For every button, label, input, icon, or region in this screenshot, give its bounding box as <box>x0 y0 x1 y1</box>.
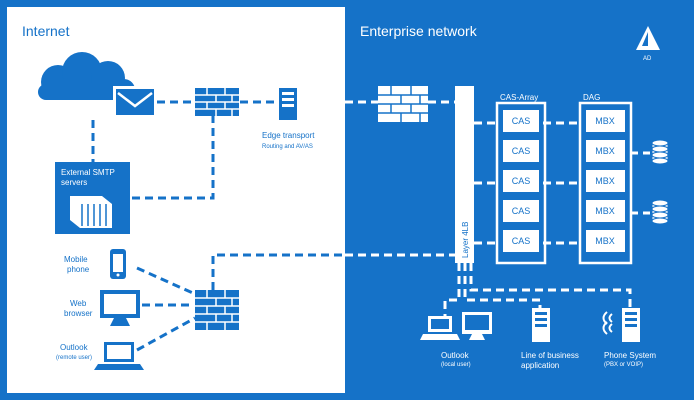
laptop-icon-local <box>420 316 460 340</box>
lob-label-line2: application <box>521 361 559 370</box>
cloud-icon <box>38 52 135 101</box>
phone-system-label-line1: Phone System <box>604 351 656 360</box>
mbx-server-3: MBX <box>595 176 615 186</box>
dag-group: DAG MBX MBX MBX MBX MBX <box>578 93 633 265</box>
lob-label-line1: Line of business <box>521 351 579 360</box>
firewall-icon-internet-bottom <box>195 290 239 330</box>
cas-server-5: CAS <box>512 236 531 246</box>
mobile-phone-icon <box>110 249 126 279</box>
firewall-icon-internet-top <box>195 88 239 116</box>
mobile-label-line1: Mobile <box>64 255 88 264</box>
edge-transport-title: Edge transport <box>262 131 315 140</box>
lob-application-server-icon <box>532 308 550 342</box>
internet-connections <box>91 100 345 352</box>
cas-server-4: CAS <box>512 206 531 216</box>
edge-transport-subtitle: Routing and AV/AS <box>262 144 313 150</box>
outlook-local-label-line1: Outlook <box>441 351 470 360</box>
mbx-server-5: MBX <box>595 236 615 246</box>
ad-label: AD <box>643 56 652 62</box>
firewall-icon-enterprise <box>378 86 428 122</box>
mbx-server-4: MBX <box>595 206 615 216</box>
edge-transport-server-icon <box>279 88 297 120</box>
email-icon <box>113 86 157 118</box>
cas-server-1: CAS <box>512 116 531 126</box>
server-rack-icon <box>70 196 112 228</box>
outlook-remote-label-line2: (remote user) <box>56 355 92 361</box>
monitor-icon-local <box>462 312 492 340</box>
external-smtp-servers-box: External SMTP servers <box>55 162 130 234</box>
cas-array-title: CAS-Array <box>500 93 538 102</box>
outlook-local-label-line2: (local user) <box>441 362 471 368</box>
mbx-server-1: MBX <box>595 116 615 126</box>
database-icon-1 <box>651 139 669 165</box>
mbx-server-2: MBX <box>595 146 615 156</box>
internet-zone-label: Internet <box>22 23 70 39</box>
mobile-label-line2: phone <box>67 265 90 274</box>
cas-server-3: CAS <box>512 176 531 186</box>
web-browser-monitor-icon <box>100 290 140 326</box>
outlook-remote-label-line1: Outlook <box>60 343 89 352</box>
web-label-line1: Web <box>70 299 87 308</box>
active-directory-icon <box>636 26 660 50</box>
load-balancer-label: Layer 4LB <box>461 222 470 258</box>
enterprise-zone-label: Enterprise network <box>360 23 478 39</box>
cas-server-2: CAS <box>512 146 531 156</box>
phone-system-icon <box>602 308 640 342</box>
enterprise-connections <box>345 100 650 318</box>
dag-title: DAG <box>583 93 600 102</box>
laptop-icon-remote <box>94 342 144 370</box>
cas-array-group: CAS-Array CAS CAS CAS CAS CAS <box>495 93 547 265</box>
web-label-line2: browser <box>64 309 93 318</box>
layer4-load-balancer: Layer 4LB <box>455 86 474 263</box>
database-icon-2 <box>651 199 669 225</box>
smtp-label-line1: External SMTP <box>61 168 115 177</box>
phone-system-label-line2: (PBX or VOIP) <box>604 362 643 368</box>
smtp-label-line2: servers <box>61 178 87 187</box>
